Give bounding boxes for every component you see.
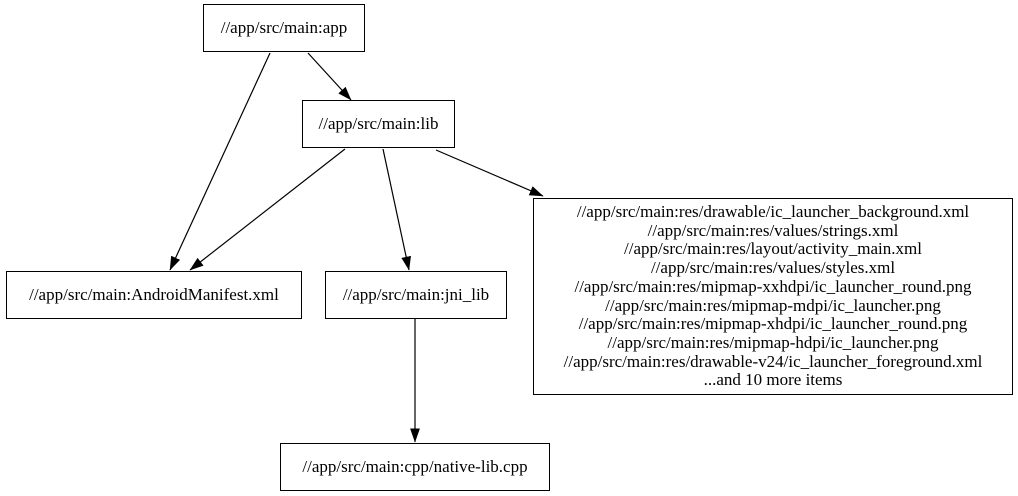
node-android-manifest-label: //app/src/main:AndroidManifest.xml [29,284,279,304]
node-jni-lib-label: //app/src/main:jni_lib [342,284,490,304]
node-native-lib-cpp: //app/src/main:cpp/native-lib.cpp [280,443,550,491]
resource-item: //app/src/main:res/mipmap-xxhdpi/ic_laun… [574,276,972,296]
node-resources-group: //app/src/main:res/drawable/ic_launcher_… [533,198,1013,395]
node-jni-lib: //app/src/main:jni_lib [325,271,507,319]
edge-lib-to-manifest [189,148,346,271]
resource-item: //app/src/main:res/drawable/ic_launcher_… [576,201,970,221]
node-app: //app/src/main:app [203,4,365,52]
resource-more-items: ...and 10 more items [703,370,843,390]
resource-item: //app/src/main:res/mipmap-xhdpi/ic_launc… [578,314,968,334]
edge-lib-to-resources [435,149,544,197]
node-native-lib-cpp-label: //app/src/main:cpp/native-lib.cpp [302,456,528,476]
resource-item: //app/src/main:res/values/strings.xml [647,220,899,240]
resource-item: //app/src/main:res/mipmap-hdpi/ic_launch… [607,332,939,352]
node-app-label: //app/src/main:app [220,17,348,37]
node-lib: //app/src/main:lib [302,100,455,148]
edge-app-to-manifest [169,52,271,271]
edge-app-to-lib [307,52,352,101]
node-android-manifest: //app/src/main:AndroidManifest.xml [6,271,302,319]
resource-item: //app/src/main:res/drawable-v24/ic_launc… [563,351,983,371]
resource-item: //app/src/main:res/mipmap-mdpi/ic_launch… [605,295,941,315]
edge-lib-to-jni-lib [382,148,411,271]
node-lib-label: //app/src/main:lib [318,113,439,133]
resource-item: //app/src/main:res/values/styles.xml [650,258,896,278]
resource-item: //app/src/main:res/layout/activity_main.… [624,239,922,259]
